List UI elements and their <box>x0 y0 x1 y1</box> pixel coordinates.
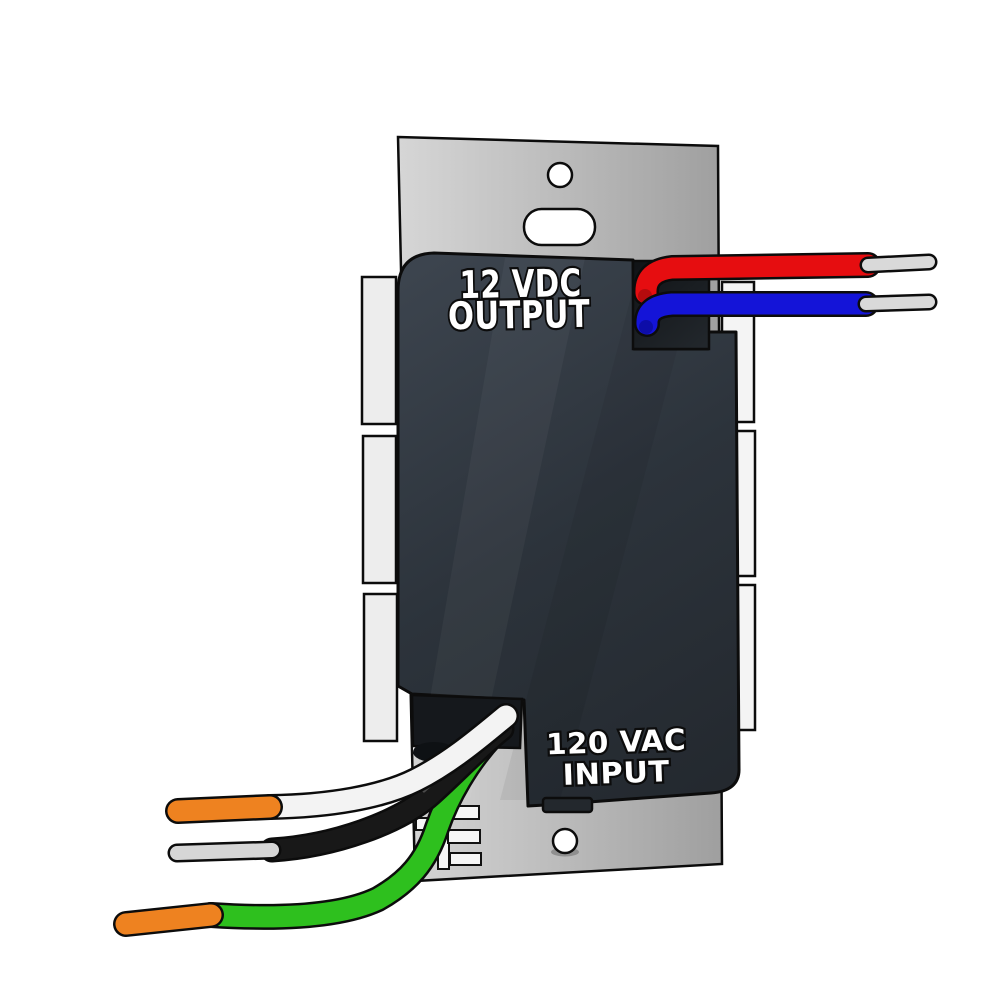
mounting-hole-top <box>546 161 574 189</box>
input-wire-white <box>259 705 517 818</box>
label-output-line2: OUTPUT <box>448 292 591 338</box>
device-body <box>396 251 741 808</box>
mounting-slot-top <box>522 207 597 247</box>
tab-slot <box>447 829 481 844</box>
input-wires <box>113 703 519 937</box>
fin-left-1 <box>360 275 398 426</box>
label-output-line1: 12 VDC <box>459 261 582 307</box>
body-sheen <box>420 258 585 800</box>
label-output: 12 VDC OUTPUT <box>445 259 592 341</box>
input-wire-white-tip <box>167 796 281 822</box>
output-wire-blue-tip <box>860 296 935 310</box>
label-input-line1: 120 VAC <box>546 723 687 762</box>
body-bottom-tab <box>541 796 594 814</box>
fin-left-2 <box>361 434 398 585</box>
mounting-hole-bottom <box>551 827 579 855</box>
input-wire-green-tip <box>115 904 222 935</box>
output-wire-red-tip <box>862 256 935 271</box>
body-shade <box>500 262 700 800</box>
output-wire-blue-end-shade <box>639 320 653 334</box>
label-input-line2: INPUT <box>562 754 670 792</box>
label-input: 120 VAC INPUT <box>543 720 689 794</box>
output-wire-red <box>635 254 879 304</box>
input-wire-black-tip <box>170 843 279 860</box>
output-wires <box>633 252 938 337</box>
tab-slot <box>449 852 482 866</box>
fin-left-3 <box>362 592 399 743</box>
